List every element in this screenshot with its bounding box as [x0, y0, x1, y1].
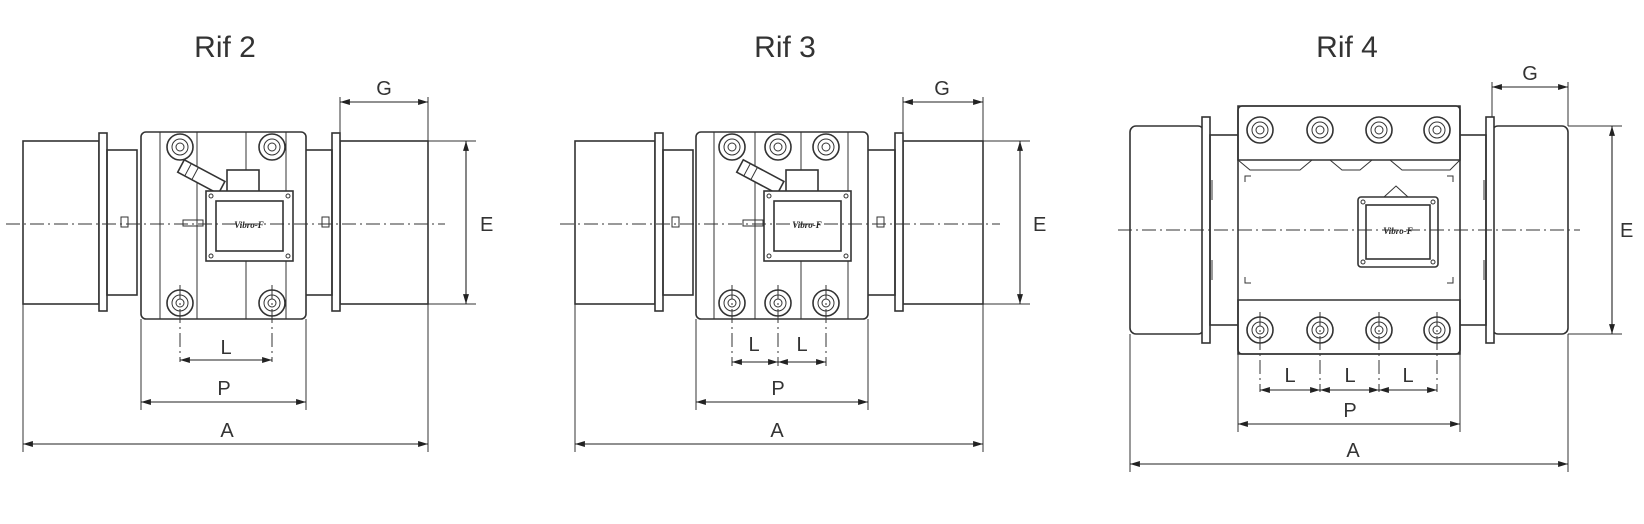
dimension-label-l: L [748, 334, 759, 356]
dimension-label-l: L [1344, 365, 1355, 387]
nameplate-brand: Vibro-F [1383, 226, 1413, 236]
dimension-label-p: P [1343, 400, 1356, 422]
view-title: Rif 4 [1316, 31, 1378, 64]
dimension-label-a: A [770, 420, 784, 442]
dimension-label-l: L [796, 334, 807, 356]
dimension-label-p: P [771, 378, 784, 400]
nameplate-brand: Vibro-F [234, 220, 264, 230]
dimension-label-e: E [1620, 220, 1633, 242]
dimension-label-a: A [1346, 440, 1360, 462]
view-title: Rif 2 [194, 31, 256, 64]
view-rif-2: Rif 2 [6, 31, 493, 452]
dimension-label-g: G [376, 78, 392, 100]
dimension-label-g: G [934, 78, 950, 100]
dimension-label-l: L [1402, 365, 1413, 387]
dimension-label-e: E [480, 214, 493, 236]
nameplate-brand: Vibro-F [792, 220, 822, 230]
view-rif-3: Rif 3 [560, 31, 1046, 452]
dimension-label-l: L [1284, 365, 1295, 387]
dimension-label-g: G [1522, 63, 1538, 85]
view-title: Rif 3 [754, 31, 816, 64]
dimension-label-p: P [217, 378, 230, 400]
view-rif-4: Rif 4 [1118, 31, 1633, 472]
dimension-label-a: A [220, 420, 234, 442]
motor-drawing: Vibro-F [6, 131, 445, 362]
motor-drawing: Vibro-F [560, 131, 1000, 366]
motor-drawing: Vibro-F [1118, 105, 1580, 392]
dimension-lines [22, 97, 476, 452]
dimension-lines [1129, 82, 1622, 472]
dimension-label-l: L [220, 337, 231, 359]
dimension-lines [574, 97, 1030, 452]
dimension-label-e: E [1033, 214, 1046, 236]
